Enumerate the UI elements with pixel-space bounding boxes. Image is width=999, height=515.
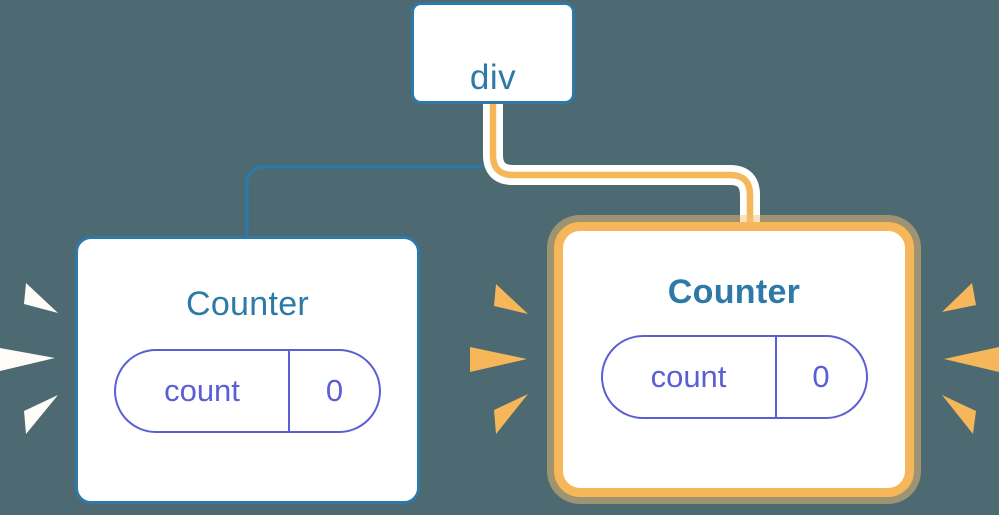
edge-div-to-counter-right — [489, 99, 754, 242]
sparkle-ray-lower — [494, 394, 528, 434]
sparkle-ray-middle — [944, 347, 999, 372]
sparkle-ray-middle — [470, 347, 527, 372]
state-value: 0 — [812, 359, 830, 394]
edge-div-to-counter-left — [245, 101, 495, 240]
sparkle-ray-middle — [0, 348, 55, 371]
sparkle-middle — [470, 284, 528, 434]
sparkle-left-outer — [0, 283, 58, 434]
edge-div-to-counter-right-halo — [483, 93, 760, 248]
sparkle-right-outer — [942, 283, 999, 434]
node-counter-left-label: Counter — [185, 285, 310, 323]
state-value: 0 — [325, 373, 344, 408]
node-div[interactable]: div — [411, 2, 575, 104]
state-key: count — [116, 351, 290, 431]
state-key: count — [603, 337, 777, 417]
sparkle-ray-lower — [24, 395, 58, 434]
state-pill-counter-left: count 0 — [114, 349, 381, 433]
sparkle-ray-lower — [942, 395, 976, 434]
state-pill-counter-right: count 0 — [600, 335, 868, 419]
node-counter-right-label: Counter — [667, 273, 801, 311]
sparkle-ray-upper — [24, 283, 58, 313]
sparkle-ray-upper — [494, 284, 528, 314]
node-div-label: div — [469, 57, 517, 97]
sparkle-ray-upper — [942, 283, 976, 312]
node-counter-left[interactable]: Counter count 0 — [75, 236, 420, 504]
node-counter-right[interactable]: Counter count 0 — [554, 222, 914, 497]
